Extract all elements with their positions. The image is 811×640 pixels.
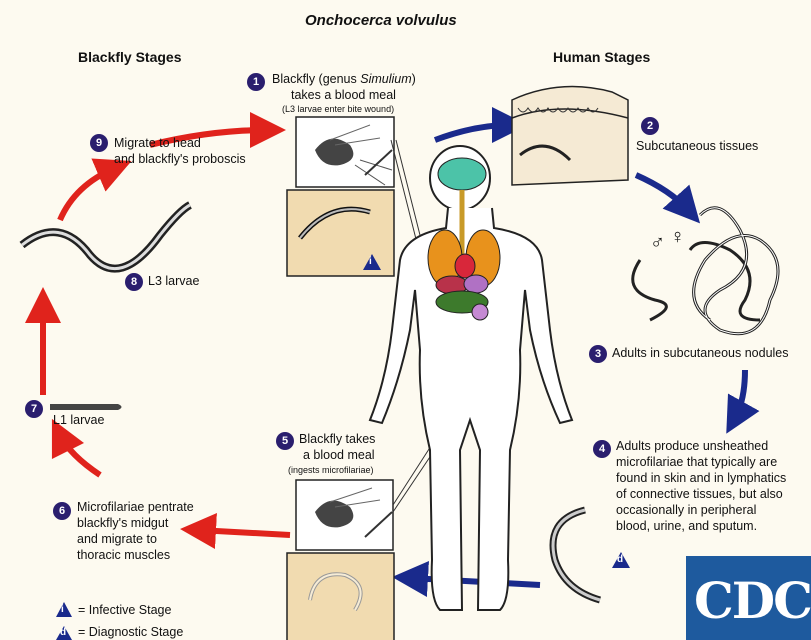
step-6-label-line3: and migrate to	[77, 532, 157, 547]
infective-legend-label: = Infective Stage	[78, 603, 171, 618]
microfilaria-panel	[287, 553, 394, 640]
l3-larva	[22, 205, 190, 269]
step-7-badge: 7	[25, 400, 43, 418]
female-symbol: ♀	[670, 226, 685, 249]
step-7-label: L1 larvae	[53, 413, 104, 428]
arrow-6-to-7	[60, 435, 100, 475]
step-8-badge: 8	[125, 273, 143, 291]
step-4-label-line5: occasionally in peripheral	[616, 503, 756, 518]
step-4-badge: 4	[593, 440, 611, 458]
l1-larva	[50, 404, 122, 410]
arrow-8-to-9	[60, 168, 115, 220]
step-4-label-line6: blood, urine, and sputum.	[616, 519, 757, 534]
step-5-label-line1: Blackfly takes	[299, 432, 375, 447]
skin-block	[512, 87, 628, 185]
step-6-label-line2: blackfly's midgut	[77, 516, 168, 531]
step-2-badge: 2	[641, 117, 659, 135]
heading-human-stages: Human Stages	[553, 49, 650, 65]
blackfly-panel-bottom	[296, 480, 393, 550]
arrow-2-to-3	[636, 175, 688, 210]
brain	[438, 158, 486, 190]
blackfly-panel-top	[296, 117, 394, 187]
step-4-label-line4: of connective tissues, but also	[616, 487, 783, 502]
bladder	[472, 304, 488, 320]
human-body	[370, 146, 572, 610]
step-9-badge: 9	[90, 134, 108, 152]
step-4-label-line1: Adults produce unsheathed	[616, 439, 768, 454]
step-6-badge: 6	[53, 502, 71, 520]
step-4-label-line3: found in skin and in lymphatics	[616, 471, 786, 486]
step-6-label-line4: thoracic muscles	[77, 548, 170, 563]
heading-blackfly-stages: Blackfly Stages	[78, 49, 182, 65]
step-3-badge: 3	[589, 345, 607, 363]
heart	[455, 254, 475, 278]
step-8-label: L3 larvae	[148, 274, 199, 289]
step-1-label: Blackfly (genus Simulium)	[272, 72, 416, 87]
step-9-label-line1: Migrate to head	[114, 136, 201, 151]
blackfly-cycle-arrows	[43, 130, 290, 535]
diagram-title: Onchocerca volvulus	[305, 12, 457, 29]
arrow-4-to-5	[410, 578, 540, 585]
arrow-5-to-6	[198, 530, 290, 535]
stomach	[464, 275, 488, 293]
infective-legend-icon	[56, 602, 72, 617]
step-5-note: (ingests microfilariae)	[288, 465, 374, 475]
infective-legend-letter: i	[61, 604, 64, 615]
male-symbol: ♂	[650, 232, 665, 255]
infective-marker-letter: i	[369, 256, 372, 267]
step-1-label-line2: takes a blood meal	[291, 88, 396, 103]
step-2-label: Subcutaneous tissues	[636, 139, 758, 154]
step-3-label: Adults in subcutaneous nodules	[612, 346, 789, 361]
step-1-badge: 1	[247, 73, 265, 91]
diagnostic-marker-letter: d	[617, 554, 623, 565]
diagnostic-legend-letter: d	[60, 627, 66, 638]
arrow-1-to-2	[435, 125, 510, 140]
diagnostic-legend-label: = Diagnostic Stage	[78, 625, 183, 640]
arrow-3-to-4	[735, 370, 745, 418]
step-1-note: (L3 larvae enter bite wound)	[282, 104, 394, 114]
step-5-label-line2: a blood meal	[303, 448, 375, 463]
step-5-badge: 5	[276, 432, 294, 450]
cdc-logo: CDC	[686, 556, 811, 640]
l3-larva-panel	[287, 190, 394, 276]
step-4-label-line2: microfilariae that typically are	[616, 455, 777, 470]
step-6-label-line1: Microfilariae pentrate	[77, 500, 194, 515]
step-9-label-line2: and blackfly's proboscis	[114, 152, 246, 167]
